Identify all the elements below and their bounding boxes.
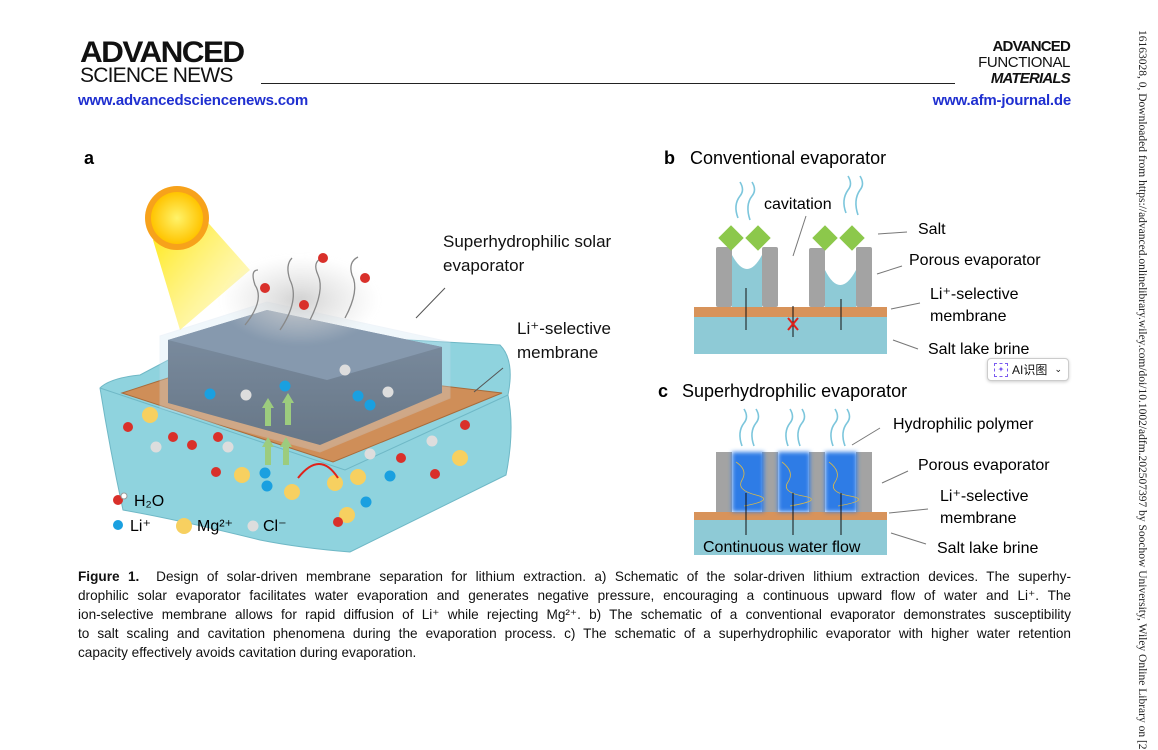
asn-url-link[interactable]: www.advancedsciencenews.com <box>78 92 308 109</box>
figure-caption: Figure 1. Design of solar-driven membran… <box>78 567 1071 662</box>
brine-label: Salt lake brine <box>937 540 1038 557</box>
asn-logo-line2: SCIENCE NEWS <box>80 64 233 87</box>
legend-mg: Mg²⁺ <box>197 518 233 535</box>
download-note: 16163028, 0, Downloaded from https://adv… <box>1136 30 1148 750</box>
polymer-label: Hydrophilic polymer <box>893 416 1034 433</box>
legend-li: Li⁺ <box>130 518 151 535</box>
afm-logo-line2: FUNCTIONAL <box>978 54 1070 71</box>
steam-cloud <box>220 255 380 345</box>
porous-label: Porous evaporator <box>909 252 1041 269</box>
figure-1: a <box>84 148 1050 557</box>
panel-b-label: b <box>664 148 675 168</box>
chevron-down-icon[interactable]: ⌄ <box>1054 364 1062 374</box>
salt-label: Salt <box>918 221 946 238</box>
brine-layer <box>694 519 887 555</box>
sun-icon <box>145 186 209 250</box>
membrane-label-line1: Li⁺-selective <box>930 286 1019 303</box>
caption-line-4: to salt scaling and cavitation phenomena… <box>78 626 1071 641</box>
membrane-label-line1: Li⁺-selective <box>517 319 611 338</box>
caption-line-5: capacity effectively avoids cavitation d… <box>78 645 417 660</box>
panel-b-title: Conventional evaporator <box>690 148 886 168</box>
caption-text: Design of solar-driven membrane separati… <box>156 569 1072 584</box>
upflow-arrows <box>262 393 294 465</box>
legend-h2o: H₂O <box>134 493 164 510</box>
porous-label: Porous evaporator <box>918 457 1050 474</box>
ai-image-recognition-button[interactable]: ✦ AI识图 ⌄ <box>987 358 1069 381</box>
flow-label: Continuous water flow <box>703 539 861 556</box>
hydrophilic-polymer <box>732 452 857 512</box>
rejection-arrow <box>297 463 339 479</box>
afm-logo-line1: ADVANCED <box>992 38 1071 55</box>
panel-c: c Superhydrophilic evaporator Hydrophili… <box>658 381 1050 557</box>
panel-c-label: c <box>658 381 668 401</box>
vapor-waves <box>735 175 864 221</box>
sparkle-scan-icon: ✦ <box>994 362 1008 377</box>
membrane-layer <box>694 512 887 520</box>
blocked-x-icon <box>787 317 799 331</box>
vapor-arrows <box>244 256 359 331</box>
membrane-label-line2: membrane <box>940 510 1017 527</box>
particles <box>123 253 470 527</box>
porous-pillars <box>716 452 872 512</box>
caption-line-1: Figure 1. Design of solar-driven membran… <box>78 567 1071 586</box>
header-rule <box>261 83 955 84</box>
afm-logo-line3: MATERIALS <box>990 70 1071 87</box>
panel-b: b Conventional evaporator cavita <box>664 148 1041 358</box>
brine-label: Salt lake brine <box>928 341 1029 358</box>
asn-logo: ADVANCED SCIENCE NEWS <box>80 38 245 87</box>
membrane-label-line2: membrane <box>930 308 1007 325</box>
cavitation-label: cavitation <box>764 196 832 213</box>
legend: H₂O Li⁺ Mg²⁺ Cl⁻ <box>113 492 287 535</box>
caption-label: Figure 1. <box>78 569 140 584</box>
conventional-pores <box>716 247 872 307</box>
membrane-label-line2: membrane <box>517 343 598 362</box>
caption-line-3: ion-selective membrane allows for rapid … <box>78 607 1071 622</box>
afm-url-link[interactable]: www.afm-journal.de <box>932 92 1072 109</box>
ai-badge-label: AI识图 <box>1012 363 1048 377</box>
evaporator-label-line1: Superhydrophilic solar <box>443 232 612 251</box>
asn-logo-line1: ADVANCED <box>80 36 245 69</box>
vapor-waves <box>739 408 851 447</box>
afm-logo: ADVANCED FUNCTIONAL MATERIALS <box>978 38 1071 87</box>
panel-c-title: Superhydrophilic evaporator <box>682 381 907 401</box>
membrane-layer <box>694 307 887 317</box>
caption-line-2: drophilic solar evaporator facilitates w… <box>78 588 1071 603</box>
panel-a-label: a <box>84 148 95 168</box>
panel-a: a <box>84 148 612 553</box>
evaporator-label-line2: evaporator <box>443 256 525 275</box>
legend-cl: Cl⁻ <box>263 518 287 535</box>
salt-crystals <box>718 225 865 251</box>
membrane-label-line1: Li⁺-selective <box>940 488 1029 505</box>
